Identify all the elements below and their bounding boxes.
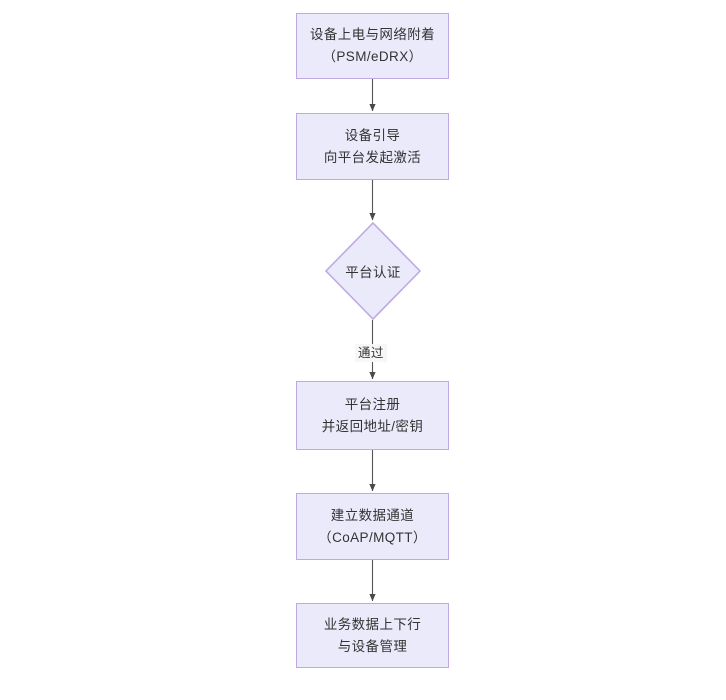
node-auth-decision-label: 平台认证 [345,265,401,280]
edge-label-pass: 通过 [355,344,387,362]
node-register-line2: 并返回地址/密钥 [321,418,424,434]
node-bootstrap-line1: 设备引导 [344,127,401,143]
node-bootstrap-line2: 向平台发起激活 [323,149,422,165]
node-auth-decision[interactable]: 平台认证 [325,222,421,320]
node-power-on[interactable]: 设备上电与网络附着 （PSM/eDRX） [296,13,449,79]
node-power-on-line2: （PSM/eDRX） [322,49,423,64]
node-power-on-line1: 设备上电与网络附着 [309,27,436,42]
node-bootstrap[interactable]: 设备引导 向平台发起激活 [296,113,449,180]
node-data-channel-line2: （CoAP/MQTT） [318,529,427,545]
node-business-data[interactable]: 业务数据上下行 与设备管理 [296,603,449,668]
node-data-channel[interactable]: 建立数据通道 （CoAP/MQTT） [296,493,449,560]
diamond-shape [325,222,421,320]
node-business-data-line1: 业务数据上下行 [323,616,422,632]
node-register-line1: 平台注册 [344,396,401,412]
node-register[interactable]: 平台注册 并返回地址/密钥 [296,381,449,450]
node-business-data-line2: 与设备管理 [337,638,408,654]
node-data-channel-line1: 建立数据通道 [330,507,415,523]
